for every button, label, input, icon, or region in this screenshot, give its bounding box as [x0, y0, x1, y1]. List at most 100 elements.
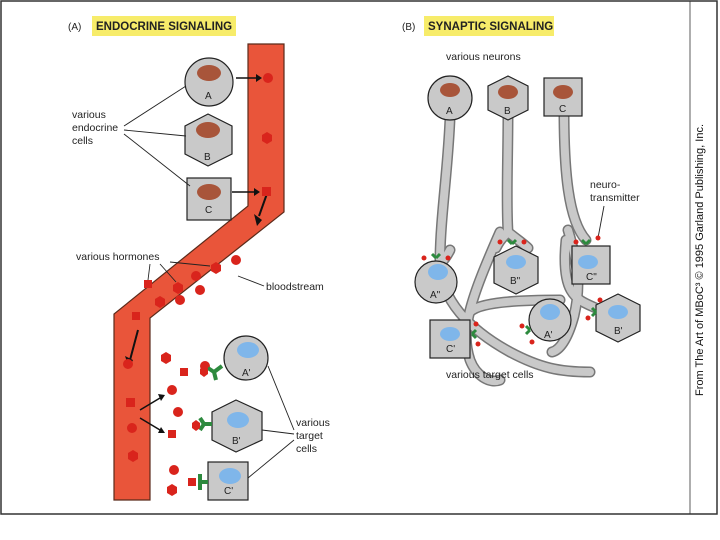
target-letter-c-double: C"	[586, 272, 597, 283]
label-various-target-cells-b: various target cells	[446, 369, 534, 381]
nucleus	[196, 122, 220, 138]
hormone-hex	[128, 450, 138, 462]
copyright-text: From The Art of MBoC³ © 1995 Garland Pub…	[694, 123, 706, 397]
receptor-icon	[198, 474, 208, 490]
hormone-square	[168, 430, 176, 438]
nucleus	[197, 65, 221, 81]
neuron-c	[543, 77, 583, 117]
hormone-round	[167, 385, 177, 395]
panel-b-tag: (B)	[402, 22, 415, 33]
hormone-round	[127, 423, 137, 433]
label-target-cells-2: target	[296, 430, 323, 442]
target-letter-a-prime: A'	[242, 368, 251, 379]
nucleus	[498, 85, 518, 99]
panel-a-title: ENDOCRINE SIGNALING	[96, 21, 232, 33]
leader-line	[267, 365, 295, 431]
hormone-round	[191, 271, 201, 281]
leader-line	[237, 275, 265, 287]
hormone-round	[175, 295, 185, 305]
hormone-round	[231, 255, 241, 265]
hormone-hex	[173, 282, 183, 294]
target-arrow-1	[139, 397, 161, 411]
flow-arrow-2	[129, 329, 139, 361]
target-nucleus	[227, 412, 249, 428]
label-various-neurons: various neurons	[446, 51, 521, 63]
target-nucleus	[428, 264, 448, 280]
label-target-cells-1: various	[296, 417, 330, 429]
leader-line	[261, 429, 295, 435]
receptor-icon	[206, 364, 224, 381]
leader-line	[247, 439, 295, 479]
cell-letter-c: C	[205, 205, 212, 216]
target-nucleus	[608, 305, 628, 319]
target-nucleus	[440, 327, 460, 341]
target-nucleus	[237, 342, 259, 358]
label-neurotransmitter-1: neuro-	[590, 179, 621, 191]
release-arrowhead-c	[254, 188, 260, 196]
hormone-hex	[262, 132, 272, 144]
panel-b-title-highlight	[424, 16, 554, 36]
hormone-hex	[192, 420, 200, 431]
neuron-letter-b: B	[504, 106, 511, 117]
neuron-letter-a: A	[446, 106, 453, 117]
leader-line	[159, 263, 177, 283]
target-nucleus	[578, 255, 598, 269]
target-arrowhead-1	[158, 394, 165, 401]
target-arrow-2	[139, 417, 161, 431]
figure-frame	[0, 0, 718, 515]
target-nucleus	[540, 304, 560, 320]
target-cell-b-double	[493, 245, 539, 295]
panel-b-title: SYNAPTIC SIGNALING	[428, 21, 553, 33]
label-target-cells-3: cells	[296, 443, 317, 455]
target-letter-b-prime: B'	[232, 436, 241, 447]
hormone-hex	[167, 484, 177, 496]
target-letter-c-prime: C'	[224, 486, 233, 497]
hormone-square	[188, 478, 196, 486]
panel-a-tag: (A)	[68, 22, 81, 33]
label-various-hormones: various hormones	[76, 251, 159, 263]
target-arrowhead-2	[158, 427, 165, 433]
leader-line	[123, 129, 187, 137]
label-neurotransmitter-2: transmitter	[590, 192, 640, 204]
cell-letter-b: B	[204, 152, 211, 163]
hormone-round	[263, 73, 273, 83]
target-letter-b-double: B"	[510, 276, 521, 287]
hormone-square	[144, 280, 152, 288]
panel-a-title-highlight	[92, 16, 236, 36]
hormone-hex	[161, 352, 171, 364]
leader-line	[123, 133, 191, 187]
hormone-round	[169, 465, 179, 475]
leader-line	[147, 263, 151, 281]
hormone-hex	[211, 262, 221, 274]
hormone-round	[195, 285, 205, 295]
hormone-hex	[155, 296, 165, 308]
label-endocrine-cells-2: endocrine	[72, 122, 118, 134]
nucleus	[553, 85, 573, 99]
target-letter-b-prime-b: B'	[614, 326, 623, 337]
label-bloodstream: bloodstream	[266, 281, 324, 293]
target-letter-c-prime-b: C'	[446, 344, 455, 355]
hormone-square	[126, 398, 135, 407]
endocrine-cell-b	[184, 113, 233, 167]
label-endocrine-cells-1: various	[72, 109, 106, 121]
label-endocrine-cells-3: cells	[72, 135, 93, 147]
target-letter-a-prime-b: A'	[544, 330, 553, 341]
leader-line	[597, 205, 605, 239]
target-letter-a-double: A"	[430, 290, 441, 301]
cell-letter-a: A	[205, 91, 212, 102]
release-arrowhead-a	[256, 74, 262, 82]
neuron-a	[427, 75, 473, 121]
flow-arrowhead-1	[254, 214, 262, 226]
synapse-markers	[421, 235, 603, 347]
hormone-square	[132, 312, 140, 320]
hormone-round	[123, 359, 133, 369]
target-nucleus	[219, 468, 241, 484]
nucleus	[197, 184, 221, 200]
hormone-square	[262, 187, 271, 196]
receptor-icon	[198, 416, 212, 432]
neuron-letter-c: C	[559, 104, 566, 115]
target-nucleus	[506, 255, 526, 269]
hormone-square	[180, 368, 188, 376]
nucleus	[440, 83, 460, 97]
